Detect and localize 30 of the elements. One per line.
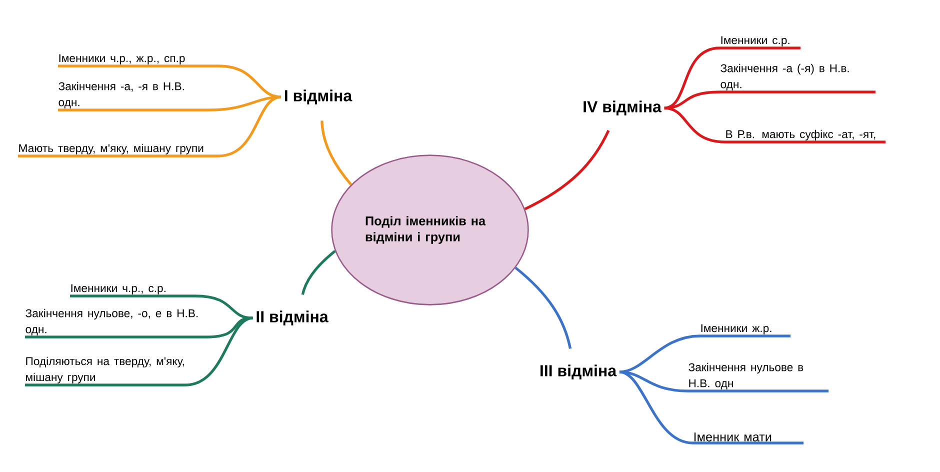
branch-line [514,266,572,349]
leaf-text: Мають тверду, м'яку, мішану групи [19,144,204,154]
branch-label: ІV відміна [584,100,662,116]
leaf-text: Закінчення -а, -я в Н.В. одн. [58,82,184,108]
branch-line [58,64,282,98]
leaf-text: Закінчення -а (-я) в Н.в. одн. [720,64,849,90]
leaf-text: Іменники с.р. [721,36,790,46]
leaf-text: Іменники ч.р., ж.р., сп.р [59,54,185,64]
branch-line [25,316,253,338]
leaf-text: Іменники ж.р. [701,324,772,334]
branch-label: ІІІ відміна [540,364,617,380]
branch-line [70,294,253,320]
branch-line [301,250,336,295]
branch-line [25,316,254,386]
branch-line [664,90,876,110]
branch-line [619,370,829,392]
branch-label: ІІ відміна [256,310,328,326]
branch-line [320,120,352,186]
branch-label: І відміна [284,90,352,104]
leaf-text: В Р.в. мають суфікс -ат, -ят, [726,130,876,140]
branch-line [619,334,791,374]
leaf-text: Іменники ч.р., с.р. [71,284,166,294]
leaf-text: Іменник мати [694,432,772,442]
leaf-text: Поділяються на тверду, м'яку, мішану групи [26,356,184,384]
leaf-text: Закінчення нульове в Н.В. одн [688,362,804,390]
branch-line [619,370,804,444]
leaf-text: Закінчення нульове, -о, е в Н.В. одн. [26,308,198,336]
branch-line [524,130,610,210]
branch-line [18,96,282,158]
branch-line [664,106,886,144]
